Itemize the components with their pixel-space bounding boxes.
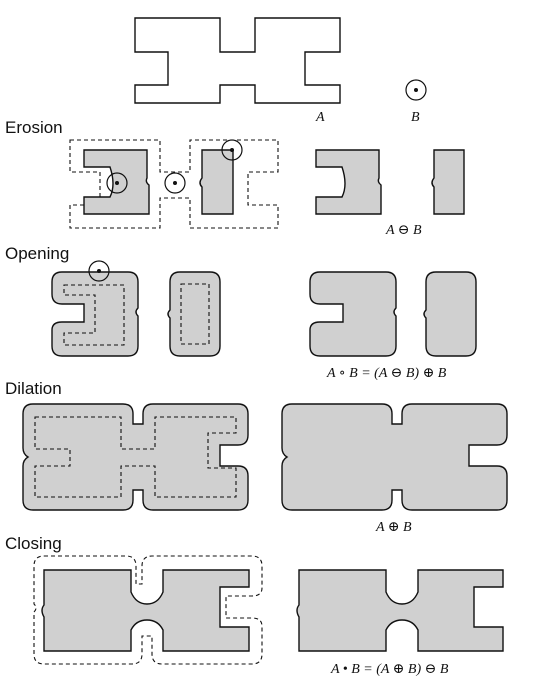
probe-circle-left — [106, 172, 128, 194]
dilation-formula: A ⊕ B — [375, 520, 412, 535]
dilation-title: Dilation — [5, 379, 62, 398]
original-set-a — [134, 17, 341, 104]
opening-formula: A ∘ B = (A ⊖ B) ⊕ B — [326, 366, 447, 381]
erosion-formula: A ⊖ B — [385, 223, 422, 238]
structuring-element-b — [405, 79, 427, 101]
opening-title: Opening — [5, 244, 69, 263]
opening-result — [309, 271, 477, 357]
dilation-result — [281, 403, 508, 511]
label-a: A — [315, 110, 325, 125]
probe-circle-opening — [88, 260, 110, 282]
closing-title: Closing — [5, 534, 62, 553]
erosion-process — [69, 139, 279, 229]
label-b: B — [411, 110, 420, 125]
dilation-process — [22, 403, 249, 511]
probe-circle-middle — [164, 172, 186, 194]
erosion-title: Erosion — [5, 118, 63, 137]
probe-circle-right — [221, 139, 243, 161]
erosion-result — [315, 149, 465, 215]
closing-process — [33, 555, 263, 665]
opening-process — [51, 260, 221, 357]
closing-result — [296, 569, 504, 652]
closing-formula: A • B = (A ⊕ B) ⊖ B — [330, 662, 449, 677]
